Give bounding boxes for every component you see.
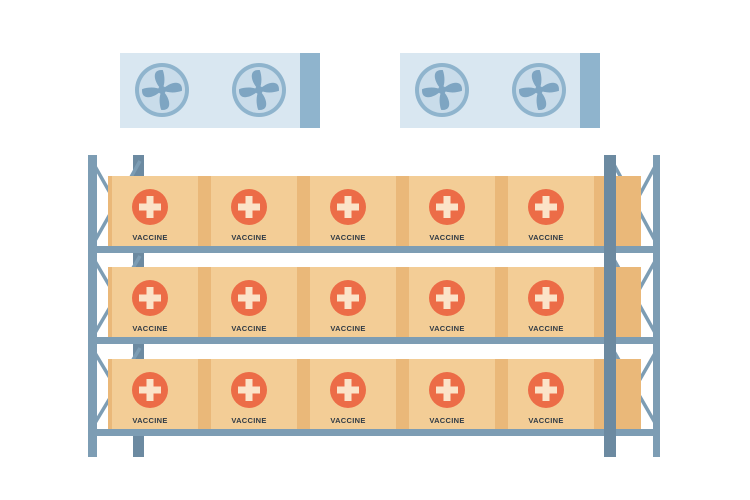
vaccine-box-label: VACCINE: [330, 416, 365, 425]
vaccine-box-label: VACCINE: [330, 324, 365, 333]
shelf-beam: [92, 429, 655, 436]
medical-cross-icon: [429, 189, 465, 225]
vaccine-box: VACCINE: [207, 176, 306, 246]
fan-icon: [512, 63, 566, 117]
vaccine-box-label: VACCINE: [132, 233, 167, 242]
cooling-units: [120, 53, 600, 128]
shelf-beam: [92, 337, 655, 344]
vaccine-box-label: VACCINE: [231, 233, 266, 242]
vaccine-box-label: VACCINE: [429, 233, 464, 242]
rack-upright-front-left: [88, 155, 97, 457]
cooling-unit: [400, 53, 600, 128]
medical-cross-icon: [132, 280, 168, 316]
vaccine-box: VACCINE: [207, 359, 306, 429]
fan-icon: [232, 63, 286, 117]
medical-cross-icon: [132, 189, 168, 225]
vaccine-box: VACCINE: [405, 176, 504, 246]
medical-cross-icon: [528, 189, 564, 225]
medical-cross-icon: [231, 280, 267, 316]
medical-cross-icon: [231, 372, 267, 408]
medical-cross-icon: [231, 189, 267, 225]
vaccine-box: VACCINE: [405, 267, 504, 337]
vaccine-box: VACCINE: [306, 176, 405, 246]
rack-front-frame: [88, 155, 655, 457]
medical-cross-icon: [330, 189, 366, 225]
vaccine-box: VACCINE: [405, 359, 504, 429]
vaccine-box-label: VACCINE: [231, 324, 266, 333]
vaccine-box-label: VACCINE: [528, 324, 563, 333]
medical-cross-icon: [330, 280, 366, 316]
medical-cross-icon: [132, 372, 168, 408]
vaccine-box-label: VACCINE: [528, 233, 563, 242]
vaccine-box: VACCINE: [108, 359, 207, 429]
cooler-side-panel: [580, 53, 600, 128]
vaccine-boxes: VACCINE VACCINE VACCINE VACCINE VACCINE VACCI…: [108, 176, 641, 429]
vaccine-box-label: VACCINE: [528, 416, 563, 425]
fan-icon: [415, 63, 469, 117]
vaccine-box-label: VACCINE: [429, 324, 464, 333]
vaccine-box-label: VACCINE: [429, 416, 464, 425]
vaccine-box: VACCINE: [504, 267, 603, 337]
medical-cross-icon: [330, 372, 366, 408]
medical-cross-icon: [528, 280, 564, 316]
vaccine-box: VACCINE: [108, 176, 207, 246]
cooler-side-panel: [300, 53, 320, 128]
vaccine-box: VACCINE: [108, 267, 207, 337]
vaccine-box-label: VACCINE: [330, 233, 365, 242]
shelf-beam: [92, 246, 655, 253]
vaccine-box: VACCINE: [306, 267, 405, 337]
fan-icon: [135, 63, 189, 117]
vaccine-box: VACCINE: [504, 176, 603, 246]
cooling-unit: [120, 53, 320, 128]
rack-upright-front-right: [604, 155, 616, 457]
medical-cross-icon: [429, 372, 465, 408]
vaccine-box-label: VACCINE: [132, 416, 167, 425]
vaccine-box-label: VACCINE: [132, 324, 167, 333]
rack-upright-back-right: [653, 155, 660, 457]
medical-cross-icon: [429, 280, 465, 316]
vaccine-box: VACCINE: [306, 359, 405, 429]
vaccine-box: VACCINE: [504, 359, 603, 429]
medical-cross-icon: [528, 372, 564, 408]
vaccine-box-label: VACCINE: [231, 416, 266, 425]
vaccine-box: VACCINE: [207, 267, 306, 337]
